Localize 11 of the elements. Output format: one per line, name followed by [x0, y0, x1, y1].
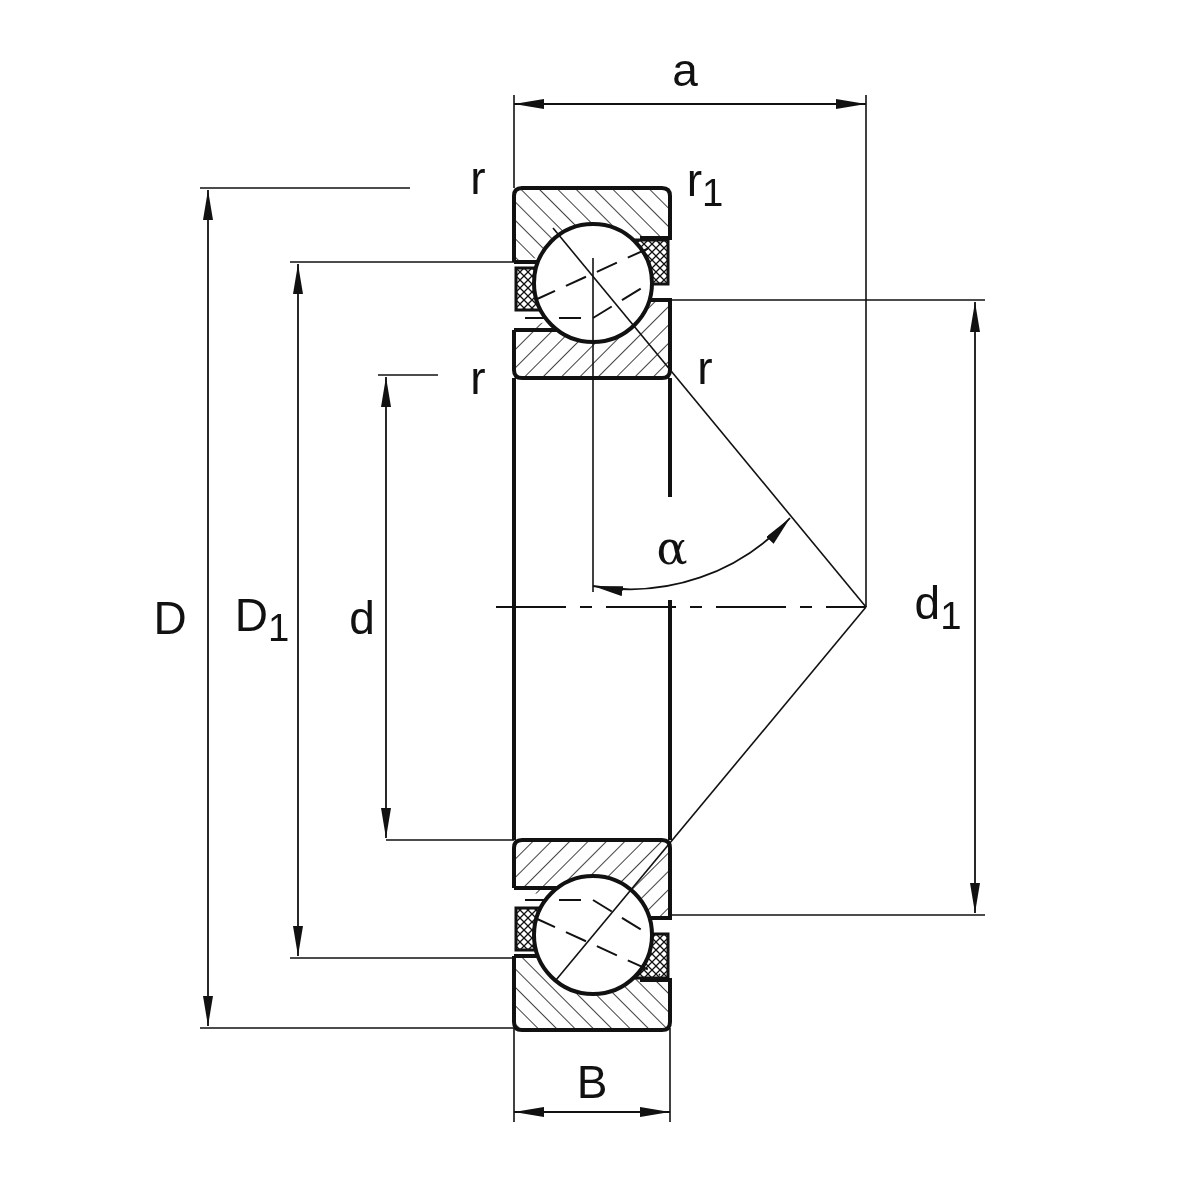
dimension-label: D — [153, 595, 187, 641]
dimension-label: D$_{1}$ — [234, 592, 290, 648]
dimension-label: r — [470, 355, 486, 401]
dimension-label: B — [576, 1059, 608, 1105]
dimension-label: r — [697, 345, 713, 391]
dimension-label: r — [470, 155, 486, 201]
dimension-label: α — [656, 525, 688, 571]
dimension-label: a — [672, 47, 698, 93]
dimension-label: r$_{1}$ — [686, 157, 724, 213]
dimension-label: d — [349, 595, 375, 641]
dimension-label: d$_{1}$ — [914, 580, 962, 636]
